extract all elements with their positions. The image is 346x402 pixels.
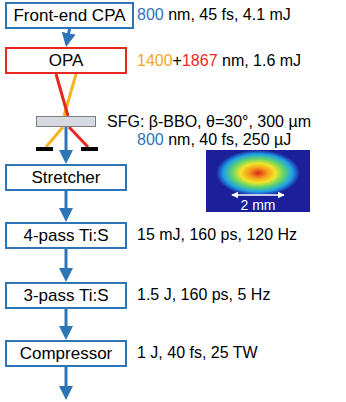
beam-profile-ground bbox=[206, 150, 310, 212]
beam-spec: 1400+1867 nm, 1.6 mJ bbox=[137, 52, 301, 70]
crystal-heading: SFG: β-BBO, θ=30°, 300 µm bbox=[107, 112, 311, 130]
box-label: Stretcher bbox=[32, 168, 101, 188]
box-label: OPA bbox=[49, 51, 84, 71]
plain-run: 2 mm bbox=[241, 197, 276, 213]
plain-run: nm, 1.6 mJ bbox=[218, 52, 302, 69]
box-label: 3-pass Ti:S bbox=[23, 286, 108, 306]
beam-spec: 1 J, 40 fs, 25 TW bbox=[137, 344, 258, 362]
colored-run: 800 bbox=[137, 131, 164, 148]
beam-connector bbox=[65, 127, 68, 158]
process-box: 3-pass Ti:S bbox=[5, 282, 127, 309]
box-label: Front-end CPA bbox=[13, 6, 125, 26]
beam-connector bbox=[65, 191, 68, 216]
scale-label: 2 mm bbox=[241, 197, 276, 213]
beam-dump bbox=[36, 147, 53, 151]
process-box: 4-pass Ti:S bbox=[5, 222, 127, 249]
plain-run: nm, 40 fs, 250 µJ bbox=[164, 131, 292, 148]
beam-profile-spot bbox=[216, 150, 300, 196]
process-box: Compressor bbox=[5, 340, 127, 367]
plain-run: 1 J, 40 fs, 25 TW bbox=[137, 344, 258, 361]
colored-run: 1400 bbox=[137, 52, 173, 69]
beam-dump bbox=[81, 147, 98, 151]
crystal: SFG: β-BBO, θ=30°, 300 µm bbox=[36, 116, 96, 127]
scale-arrow bbox=[232, 194, 284, 196]
beam-connector bbox=[65, 309, 68, 334]
beam-spec: 1.5 J, 160 ps, 5 Hz bbox=[137, 286, 270, 304]
plain-run: 15 mJ, 160 ps, 120 Hz bbox=[137, 226, 297, 243]
beam-spec: 15 mJ, 160 ps, 120 Hz bbox=[137, 226, 297, 244]
output-arrow bbox=[65, 367, 68, 394]
beam-connector bbox=[67, 29, 69, 41]
process-box: Stretcher bbox=[5, 164, 127, 191]
plain-run: nm, 45 fs, 4.1 mJ bbox=[164, 6, 291, 23]
idler-beam bbox=[46, 127, 63, 147]
process-box: OPA bbox=[5, 47, 127, 74]
box-label: Compressor bbox=[20, 344, 113, 364]
box-label: 4-pass Ti:S bbox=[23, 226, 108, 246]
beam-connector bbox=[56, 74, 68, 116]
colored-run: + bbox=[173, 52, 182, 69]
beam-spec: 800 nm, 40 fs, 250 µJ bbox=[137, 131, 291, 149]
signal-beam bbox=[69, 127, 88, 147]
beam-connector bbox=[65, 249, 68, 276]
beam-spec: 800 nm, 45 fs, 4.1 mJ bbox=[137, 6, 291, 24]
process-box: Front-end CPA bbox=[5, 2, 134, 29]
colored-run: 1867 bbox=[182, 52, 218, 69]
plain-run: 1.5 J, 160 ps, 5 Hz bbox=[137, 286, 270, 303]
colored-run: 800 bbox=[137, 6, 164, 23]
